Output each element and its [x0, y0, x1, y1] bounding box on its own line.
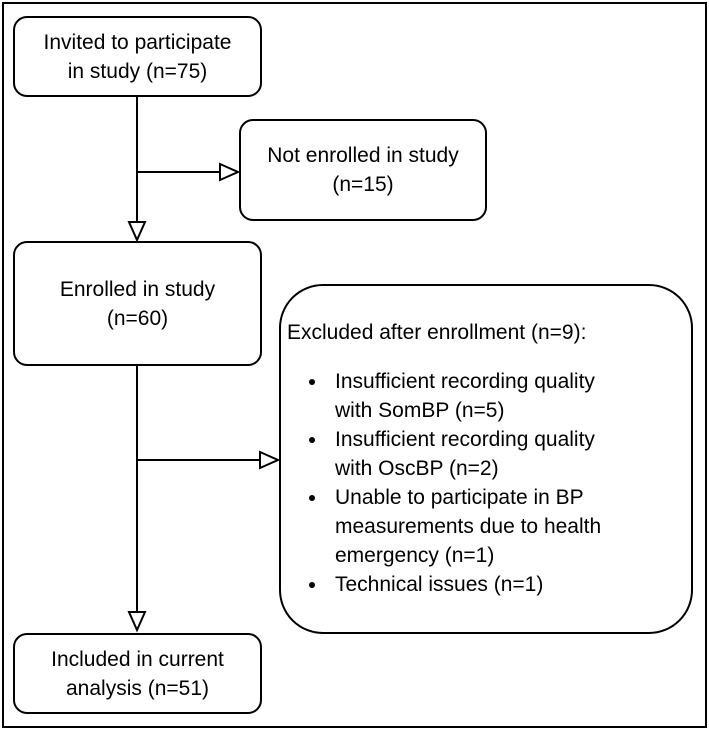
excluded-title: Excluded after enrollment (n=9):: [287, 321, 587, 344]
excluded-reason-line: with SomBP (n=5): [335, 399, 505, 422]
excluded-reasons-list: Insufficient recording quality with SomB…: [287, 367, 685, 599]
not-enrolled-line-1: Not enrolled in study: [267, 144, 459, 167]
excluded-reason-line: measurements due to health: [335, 515, 602, 538]
enrolled-box: Enrolled in study (n=60): [13, 241, 262, 366]
not-enrolled-line-2: (n=15): [332, 173, 394, 196]
arrowhead-to-not-enrolled: [219, 162, 241, 182]
excluded-reason-somb: Insufficient recording quality with SomB…: [309, 367, 685, 425]
excluded-reason-line: Insufficient recording quality: [335, 428, 595, 451]
included-line-1: Included in current: [51, 647, 224, 671]
excluded-box: Excluded after enrollment (n=9): Insuffi…: [279, 284, 693, 634]
excluded-reason-line: emergency (n=1): [335, 544, 495, 567]
excluded-reason-line: with OscBP (n=2): [335, 457, 499, 480]
included-box: Included in current analysis (n=51): [13, 633, 262, 714]
arrowhead-to-excluded: [259, 450, 281, 470]
invited-box: Invited to participate in study (n=75): [13, 16, 262, 97]
excluded-reason-health-emergency: Unable to participate in BP measurements…: [309, 483, 685, 570]
excluded-reason-line: Technical issues (n=1): [335, 573, 544, 596]
not-enrolled-box: Not enrolled in study (n=15): [239, 119, 487, 221]
included-line-2: analysis (n=51): [66, 676, 209, 700]
arrowhead-to-enrolled: [127, 221, 147, 243]
enrolled-line-1: Enrolled in study: [59, 277, 216, 301]
excluded-reason-oscbp: Insufficient recording quality with OscB…: [309, 425, 685, 483]
enrolled-line-2: (n=60): [106, 306, 169, 330]
excluded-reason-line: Insufficient recording quality: [335, 370, 595, 393]
excluded-reason-technical: Technical issues (n=1): [309, 570, 685, 599]
excluded-reason-line: Unable to participate in BP: [335, 486, 584, 509]
arrowhead-to-included: [127, 611, 147, 633]
invited-line-2: in study (n=75): [67, 59, 208, 83]
invited-line-1: Invited to participate: [43, 30, 232, 54]
